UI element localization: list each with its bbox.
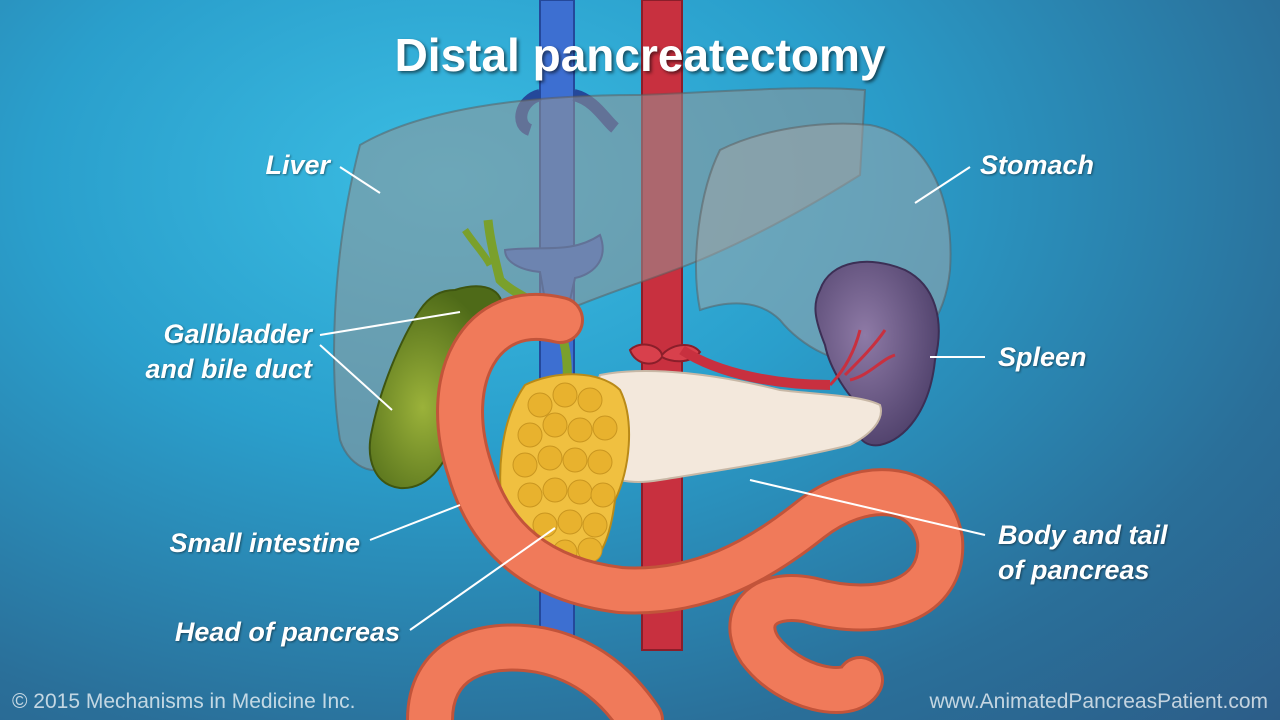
label-gallbladder-line2: and bile duct [145,354,312,384]
copyright-text: © 2015 Mechanisms in Medicine Inc. [12,690,356,713]
label-body-tail-line1: Body and tail [998,520,1168,550]
leader-head-pancreas [409,527,556,631]
leader-liver [339,166,381,194]
leader-gallbladder-duct [319,311,461,336]
label-head-of-pancreas: Head of pancreas [174,617,400,647]
pancreas-body-tail [591,369,882,483]
leader-small-intestine [369,504,461,541]
leader-lines [319,166,986,631]
label-spleen: Spleen [998,342,1087,372]
small-intestine [406,292,965,720]
pancreas-head [499,373,630,572]
leader-gallbladder [319,344,393,411]
label-small-intestine: Small intestine [169,528,360,558]
label-gallbladder-line1: Gallbladder [163,319,312,349]
diagram-title: Distal pancreatectomy [394,29,886,81]
splenic-vessels [828,329,896,387]
label-body-tail: Body and tail of pancreas [998,518,1168,588]
label-body-tail-line2: of pancreas [998,555,1150,585]
website-text: www.AnimatedPancreasPatient.com [929,690,1269,713]
spleen [814,260,940,447]
label-gallbladder: Gallbladder and bile duct [80,317,312,387]
leader-body-tail [749,479,986,536]
leader-stomach [914,166,971,204]
label-stomach: Stomach [980,150,1095,180]
label-liver: Liver [265,150,330,180]
